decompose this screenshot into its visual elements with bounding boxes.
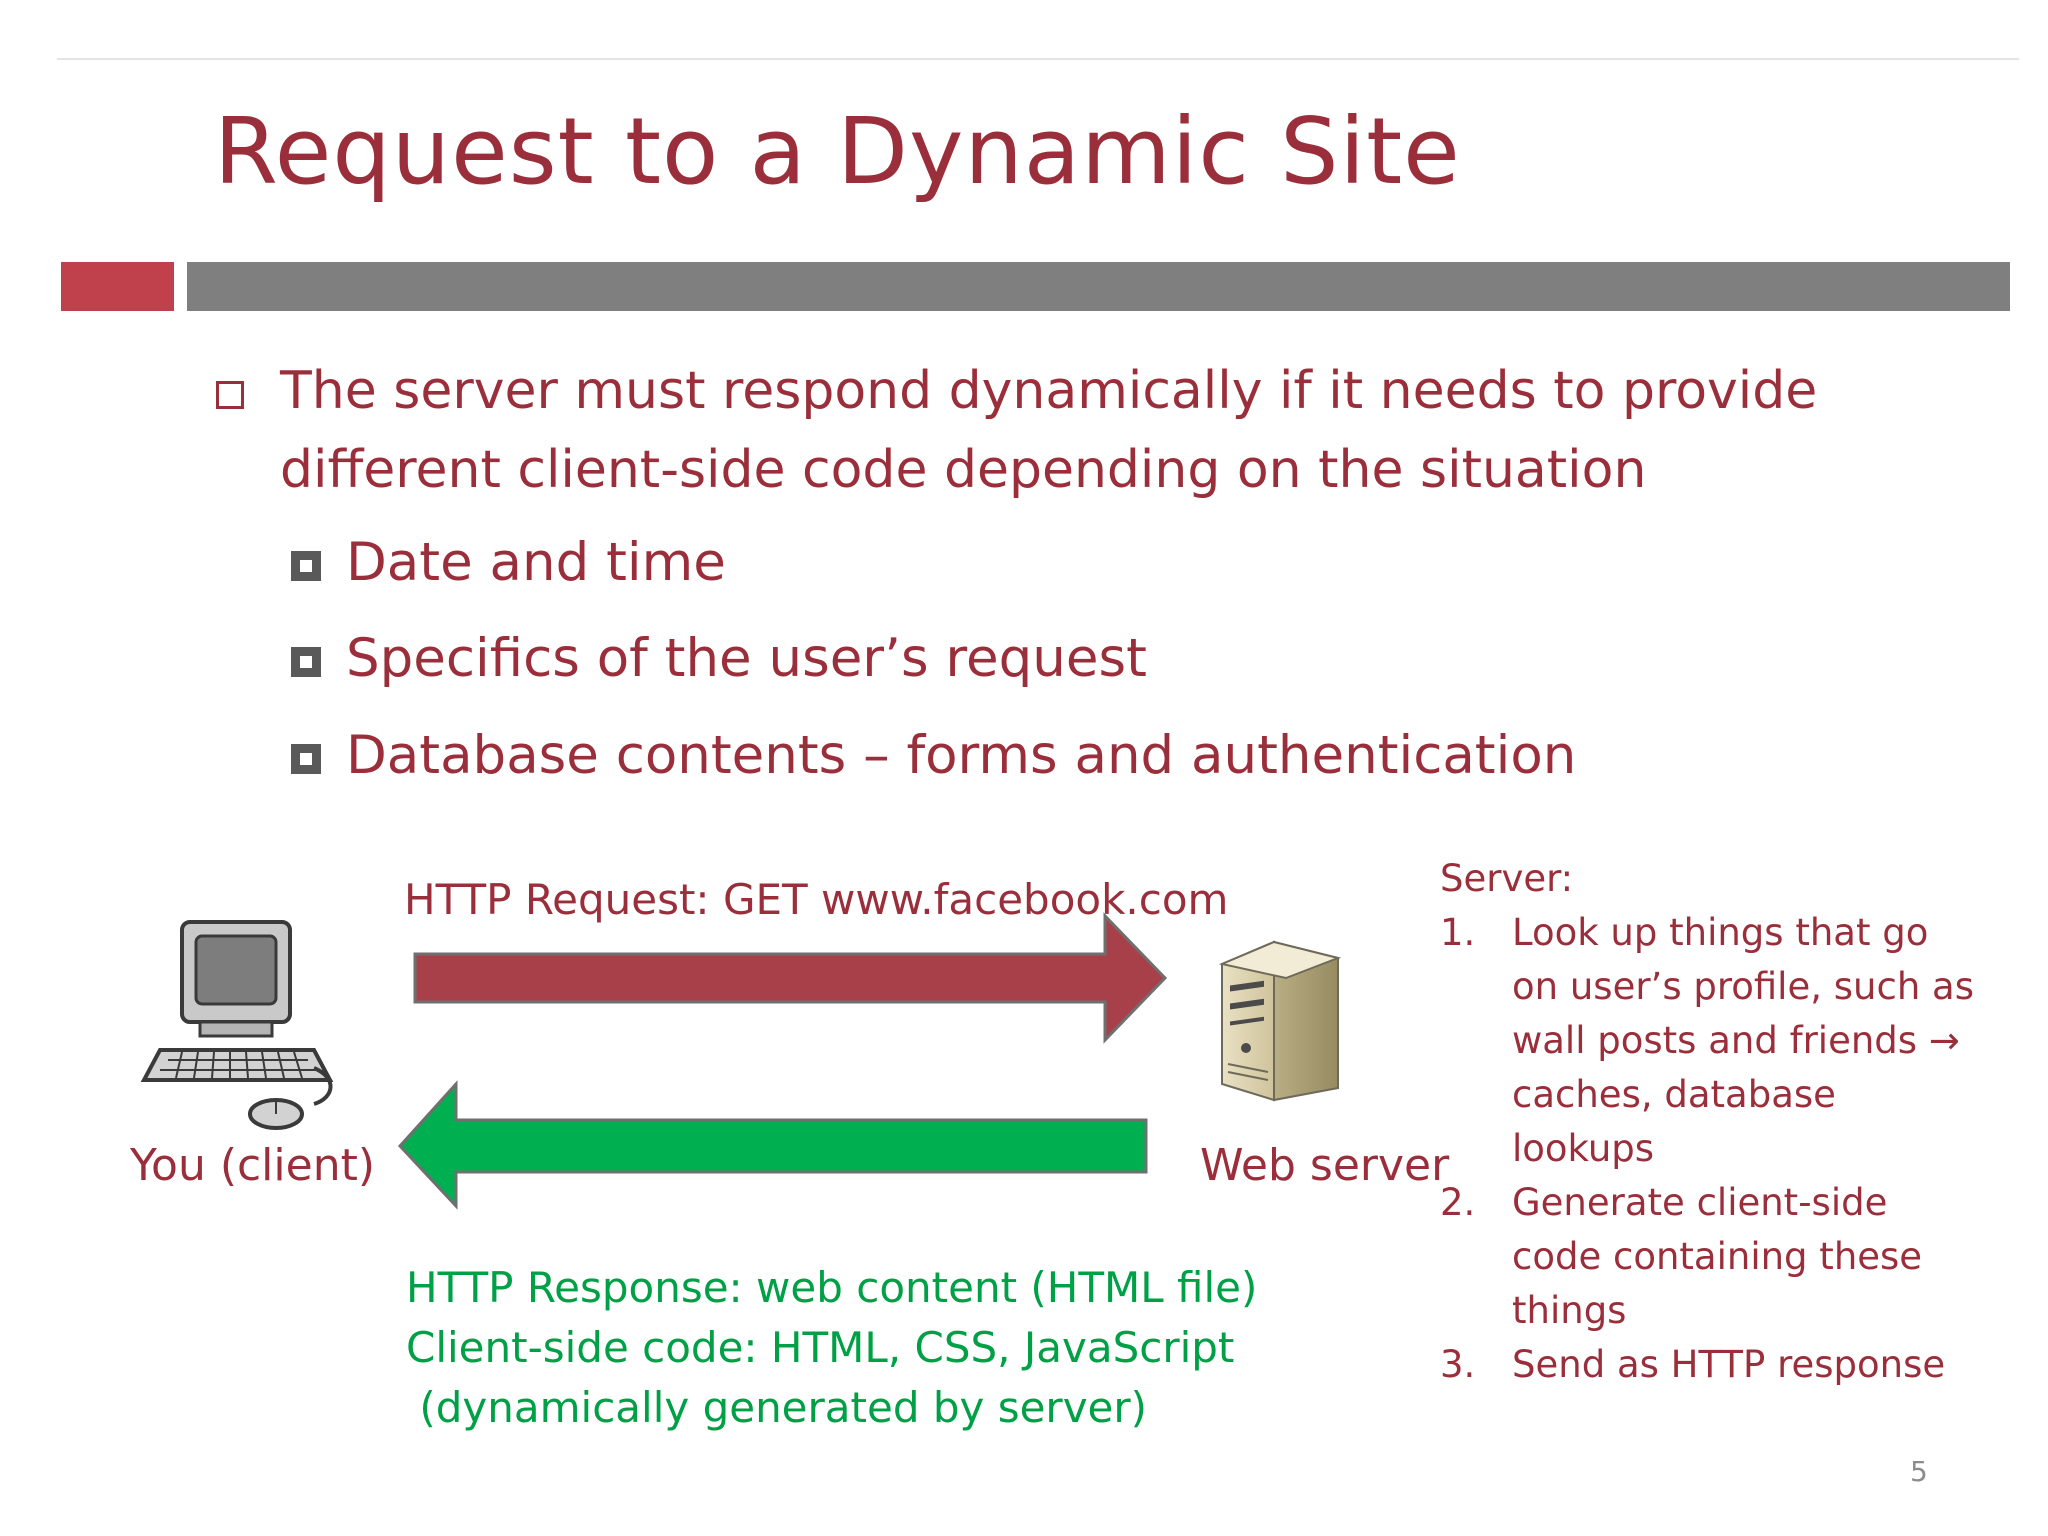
response-arrow bbox=[397, 1080, 1148, 1210]
hollow-square-bullet-icon bbox=[216, 381, 244, 409]
sub-bullet-text: Date and time bbox=[346, 532, 726, 593]
square-bullet-icon bbox=[291, 551, 321, 581]
server-steps-heading: Server: bbox=[1440, 857, 1574, 900]
title-divider-bar bbox=[187, 262, 2010, 311]
server-step-text: Send as HTTP response bbox=[1512, 1343, 1946, 1386]
bullet-main-text: The server must respond dynamically if i… bbox=[280, 361, 1818, 500]
slide-title: Request to a Dynamic Site bbox=[214, 98, 1461, 205]
server-step: 3. Send as HTTP response bbox=[1440, 1338, 1980, 1392]
square-bullet-icon bbox=[291, 647, 321, 677]
request-arrow bbox=[413, 912, 1168, 1044]
computer-icon bbox=[140, 920, 334, 1130]
server-step: 2. Generate client-side code containing … bbox=[1440, 1176, 1980, 1338]
server-steps: Server: 1. Look up things that go on use… bbox=[1440, 852, 1980, 1392]
response-line: Client-side code: HTML, CSS, JavaScript bbox=[406, 1323, 1235, 1372]
sub-bullet-text: Database contents – forms and authentica… bbox=[346, 725, 1577, 786]
server-step-number: 2. bbox=[1440, 1181, 1476, 1224]
server-step-text: Look up things that go on user’s profile… bbox=[1512, 911, 1974, 1170]
server-step-number: 3. bbox=[1440, 1343, 1476, 1386]
title-accent-bar bbox=[61, 262, 174, 311]
sub-bullet-list: Date and time Specifics of the user’s re… bbox=[288, 528, 1688, 798]
http-request-label: HTTP Request: GET www.facebook.com bbox=[404, 875, 1229, 924]
server-step-text: Generate client-side code containing the… bbox=[1512, 1181, 1923, 1332]
square-bullet-icon bbox=[291, 744, 321, 774]
response-line: HTTP Response: web content (HTML file) bbox=[406, 1263, 1258, 1312]
top-rule bbox=[57, 58, 2019, 60]
client-label: You (client) bbox=[130, 1140, 376, 1191]
http-response-text: HTTP Response: web content (HTML file) C… bbox=[406, 1258, 1257, 1438]
page-number: 5 bbox=[1910, 1455, 1928, 1488]
sub-bullet-text: Specifics of the user’s request bbox=[346, 628, 1147, 689]
web-server-label: Web server bbox=[1200, 1140, 1450, 1191]
server-step: 1. Look up things that go on user’s prof… bbox=[1440, 906, 1980, 1176]
server-step-number: 1. bbox=[1440, 911, 1476, 954]
server-icon bbox=[1218, 940, 1342, 1102]
response-line: (dynamically generated by server) bbox=[406, 1383, 1148, 1432]
